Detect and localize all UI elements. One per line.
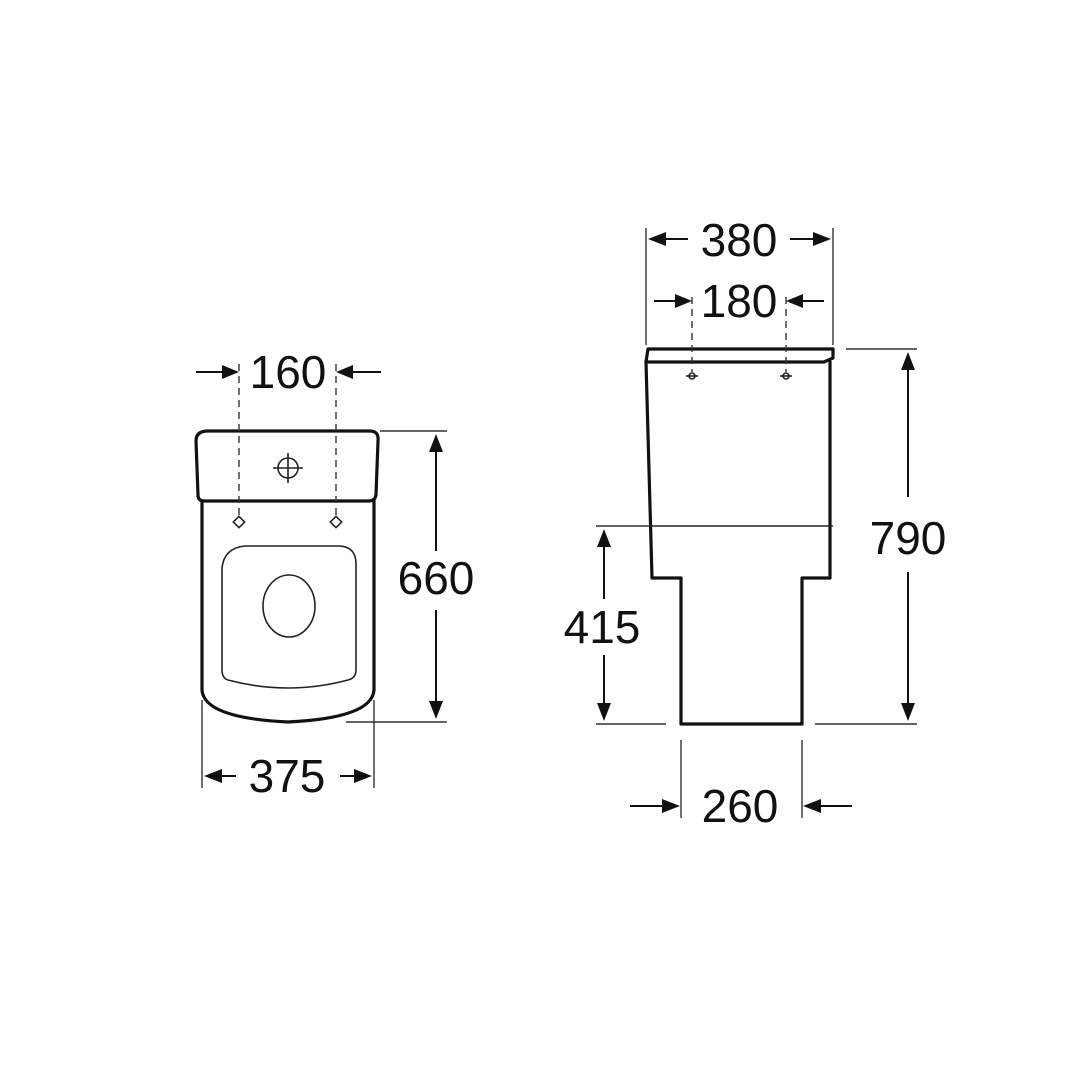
dimension-375: 375 <box>201 700 375 802</box>
dimension-660-label: 660 <box>398 552 475 604</box>
dimension-415: 415 <box>564 525 666 725</box>
dimension-380-label: 380 <box>701 214 778 266</box>
top-view-bowl-opening <box>262 574 316 638</box>
dimension-260: 260 <box>630 740 852 832</box>
top-view: 160 660 375 <box>194 346 475 802</box>
dimension-660: 660 <box>346 430 475 723</box>
dimension-160: 160 <box>196 346 381 398</box>
dimension-180-label: 180 <box>701 275 778 327</box>
dimension-375-label: 375 <box>249 750 326 802</box>
top-view-fixing-hole <box>232 515 246 529</box>
dimension-160-label: 160 <box>250 346 327 398</box>
dimension-260-label: 260 <box>702 780 779 832</box>
side-view-cistern-lid <box>644 347 835 364</box>
top-view-cistern <box>194 429 380 503</box>
dimension-415-label: 415 <box>564 601 641 653</box>
dimension-790-label: 790 <box>870 512 947 564</box>
dimension-180: 180 <box>654 275 824 327</box>
side-view-body <box>644 360 832 726</box>
top-view-bowl <box>200 499 376 724</box>
dimension-790: 790 <box>815 348 947 725</box>
dimension-380: 380 <box>645 214 834 345</box>
top-view-fixing-hole <box>329 515 343 529</box>
side-view: 380 180 790 415 <box>564 214 947 832</box>
top-view-seat <box>221 545 357 689</box>
